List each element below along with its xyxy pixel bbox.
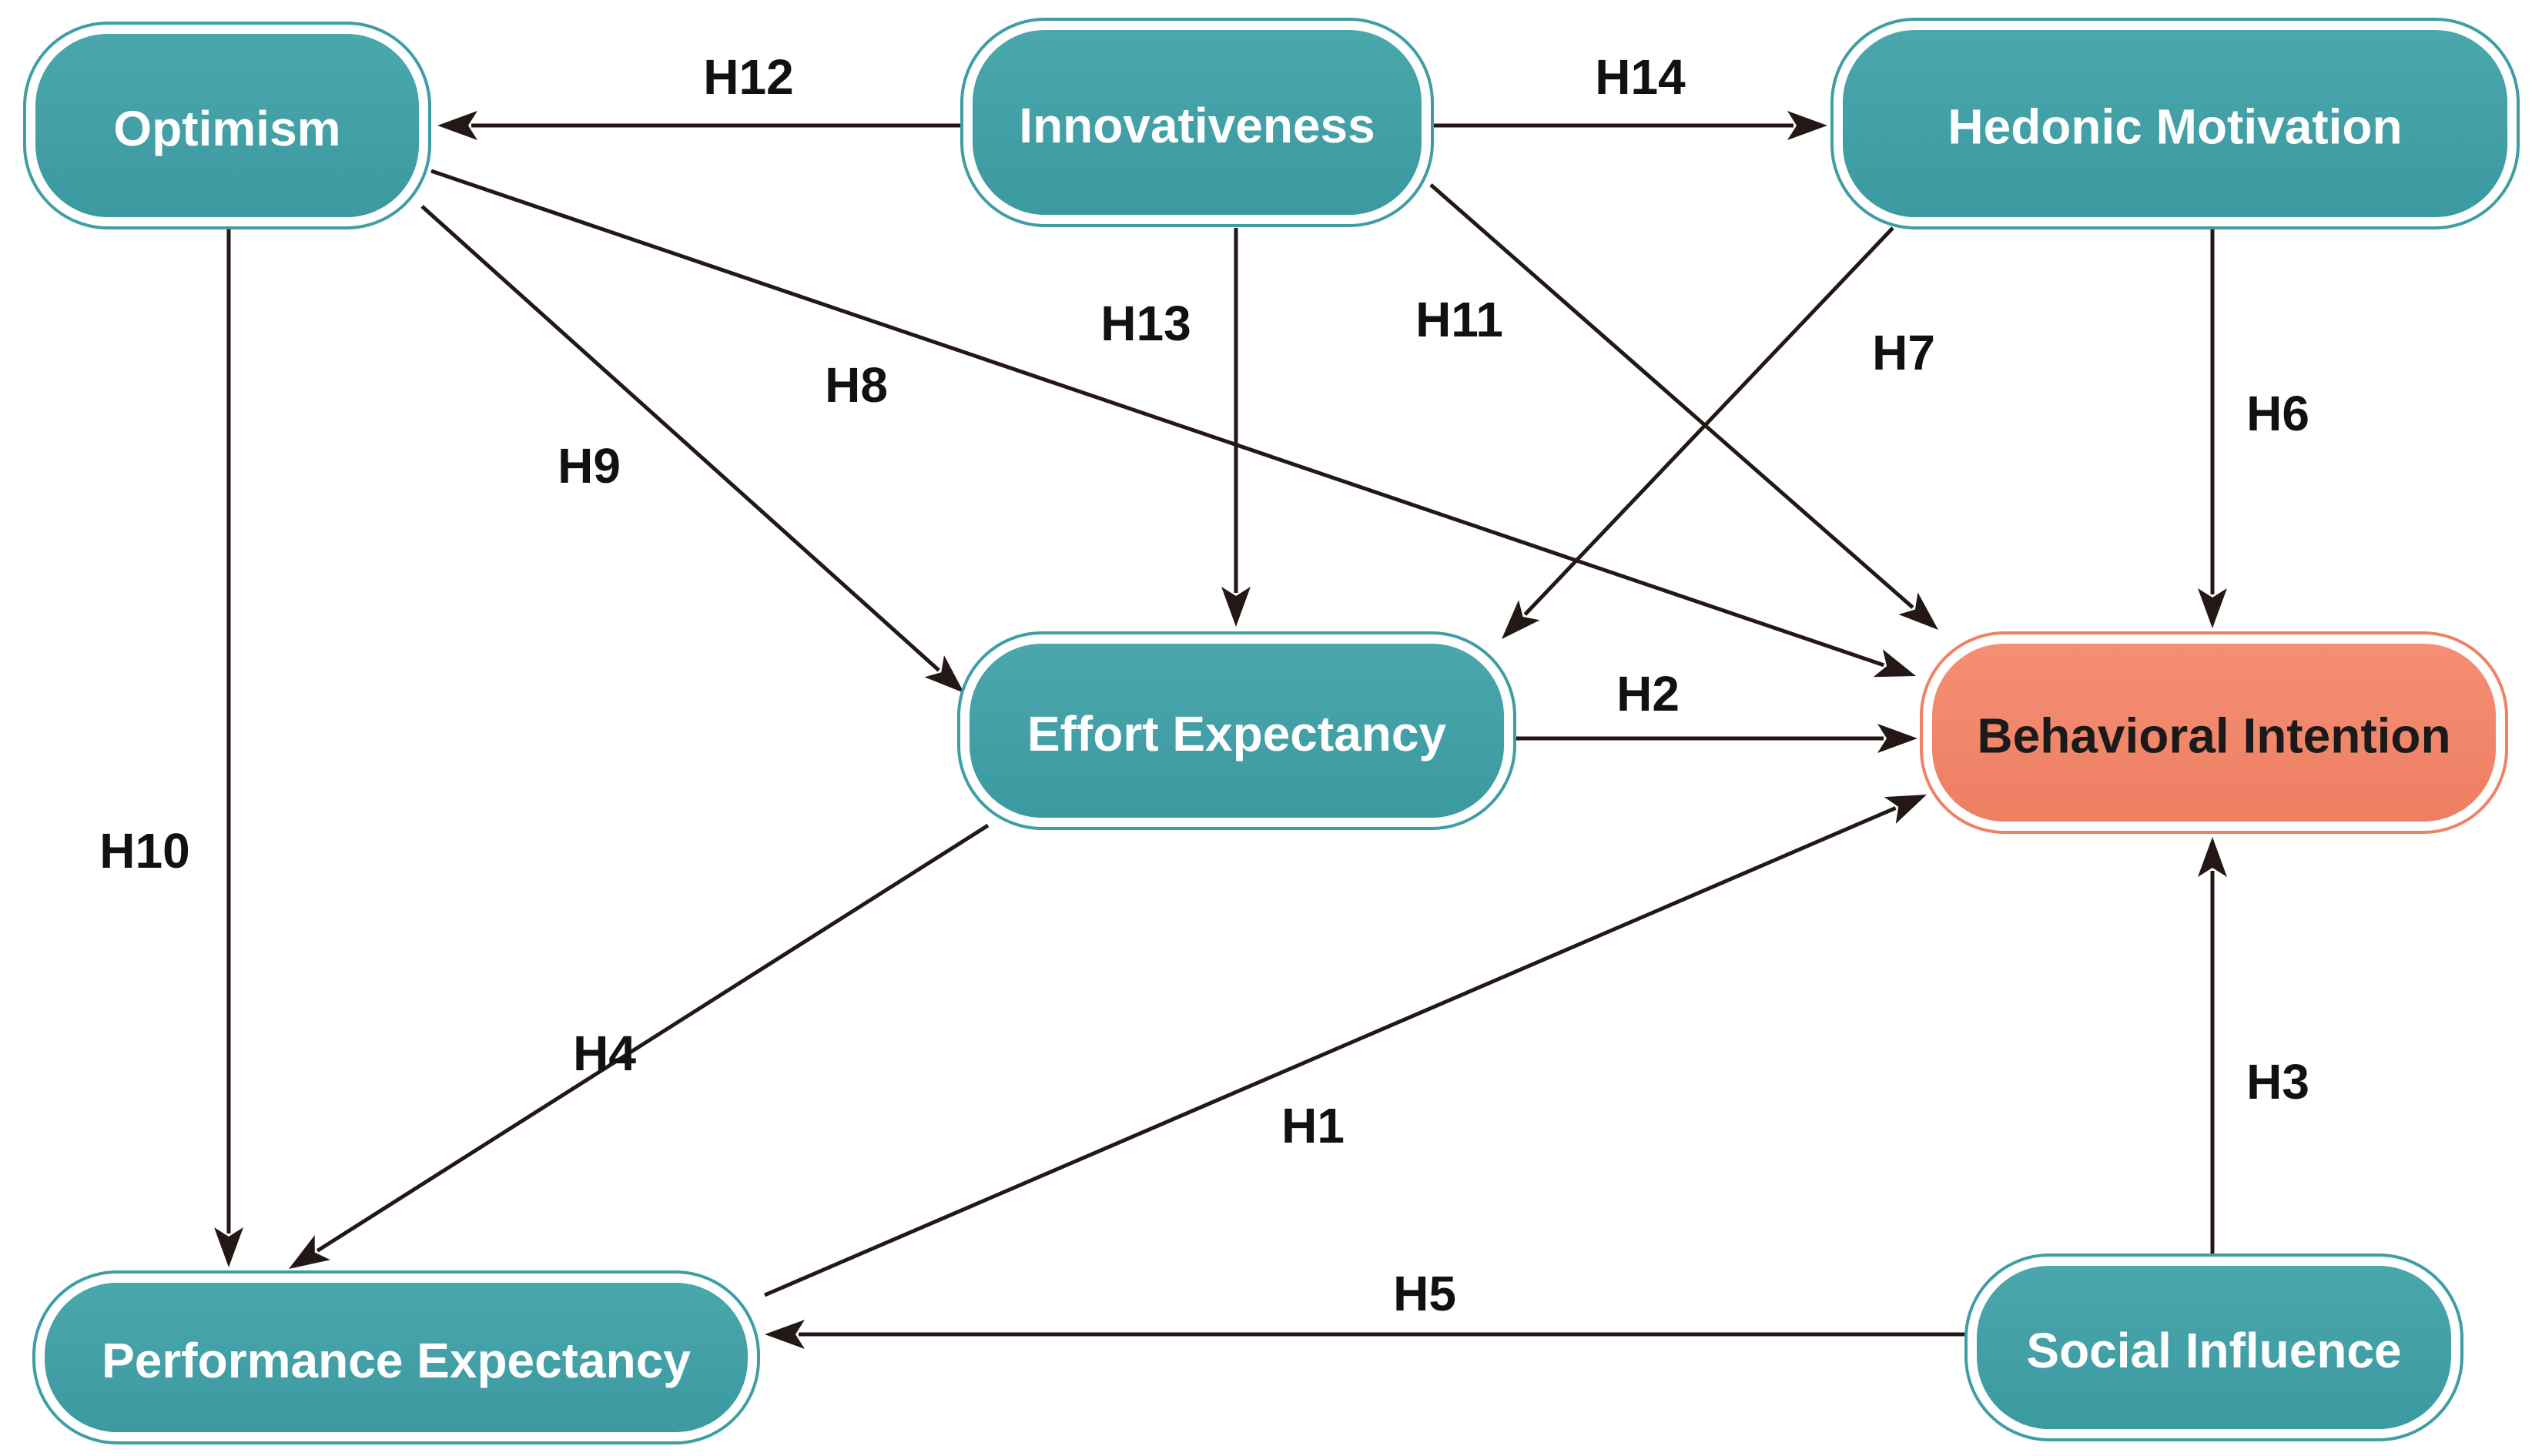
edge-H5 bbox=[765, 1320, 1966, 1349]
edge-label-H13: H13 bbox=[1100, 296, 1191, 351]
node-performance-expectancy: Performance Expectancy bbox=[32, 1270, 760, 1444]
edge-H1 bbox=[764, 795, 1927, 1297]
edge-H9 bbox=[420, 205, 964, 693]
edge-H10 bbox=[214, 229, 243, 1267]
node-social-influence: Social Influence bbox=[1964, 1253, 2463, 1441]
node-innovativeness: Innovativeness bbox=[960, 18, 1434, 227]
edge-H14 bbox=[1432, 111, 1827, 140]
node-body bbox=[45, 1283, 748, 1432]
node-label-optimism: Optimism bbox=[113, 101, 340, 156]
node-body bbox=[1843, 30, 2507, 217]
edge-label-H1: H1 bbox=[1281, 1098, 1345, 1153]
arrowhead-icon bbox=[289, 1235, 331, 1269]
node-behavioral-intention: Behavioral Intention bbox=[1920, 631, 2508, 834]
edge-line-H8 bbox=[430, 169, 1885, 668]
node-effort-expectancy: Effort Expectancy bbox=[957, 631, 1516, 830]
edge-label-H8: H8 bbox=[825, 357, 888, 413]
edge-label-H10: H10 bbox=[99, 823, 189, 879]
edge-label-H11: H11 bbox=[1415, 292, 1503, 347]
node-body bbox=[973, 30, 1422, 215]
arrowhead-icon bbox=[1221, 587, 1251, 627]
arrowhead-icon bbox=[1884, 795, 1927, 825]
edge-H8 bbox=[430, 169, 1916, 678]
node-body bbox=[970, 644, 1504, 818]
node-label-effort-expectancy: Effort Expectancy bbox=[1027, 706, 1447, 761]
arrowhead-icon bbox=[924, 655, 964, 693]
edge-label-H5: H5 bbox=[1393, 1266, 1456, 1321]
edge-label-H7: H7 bbox=[1872, 325, 1935, 380]
edge-line-H9 bbox=[420, 205, 940, 672]
arrowhead-icon bbox=[437, 111, 477, 140]
arrowhead-icon bbox=[2198, 837, 2227, 877]
edge-H12 bbox=[437, 111, 962, 140]
edge-line-H1 bbox=[764, 806, 1897, 1297]
edge-label-H12: H12 bbox=[703, 49, 793, 105]
edge-H2 bbox=[1515, 724, 1917, 753]
edge-label-H3: H3 bbox=[2246, 1054, 2309, 1110]
node-label-behavioral-intention: Behavioral Intention bbox=[1977, 708, 2450, 764]
arrowhead-icon bbox=[2198, 588, 2227, 628]
node-body bbox=[35, 34, 419, 217]
arrowhead-icon bbox=[1787, 111, 1827, 140]
arrowhead-icon bbox=[1898, 592, 1938, 630]
arrowhead-icon bbox=[1877, 724, 1917, 753]
edge-label-H6: H6 bbox=[2246, 386, 2309, 441]
node-body bbox=[1977, 1266, 2451, 1429]
edges-layer bbox=[214, 111, 2227, 1349]
edge-line-H4 bbox=[316, 823, 990, 1253]
edge-H13 bbox=[1221, 228, 1251, 627]
arrowhead-icon bbox=[765, 1320, 805, 1349]
node-label-innovativeness: Innovativeness bbox=[1019, 98, 1375, 153]
edge-H7 bbox=[1502, 226, 1894, 639]
edge-H3 bbox=[2198, 837, 2227, 1253]
node-body bbox=[1932, 644, 2496, 822]
edge-line-H7 bbox=[1523, 226, 1894, 616]
edge-H4 bbox=[289, 823, 990, 1269]
node-label-hedonic-motivation: Hedonic Motivation bbox=[1948, 99, 2402, 155]
node-hedonic-motivation: Hedonic Motivation bbox=[1830, 18, 2520, 229]
edge-H6 bbox=[2198, 229, 2227, 628]
edge-H11 bbox=[1429, 183, 1938, 630]
edge-label-H14: H14 bbox=[1595, 49, 1686, 105]
arrowhead-icon bbox=[1502, 600, 1540, 639]
edge-line-H11 bbox=[1429, 183, 1914, 609]
edge-label-H2: H2 bbox=[1616, 666, 1680, 721]
node-label-performance-expectancy: Performance Expectancy bbox=[102, 1333, 691, 1388]
node-optimism: Optimism bbox=[23, 22, 431, 229]
edge-label-H4: H4 bbox=[573, 1026, 636, 1081]
node-label-social-influence: Social Influence bbox=[2026, 1323, 2401, 1378]
edge-label-H9: H9 bbox=[558, 438, 621, 494]
arrowhead-icon bbox=[214, 1227, 243, 1267]
nodes-layer: Optimism Innovativeness Hedonic Motivation… bbox=[23, 18, 2520, 1444]
arrowhead-icon bbox=[1873, 649, 1916, 678]
